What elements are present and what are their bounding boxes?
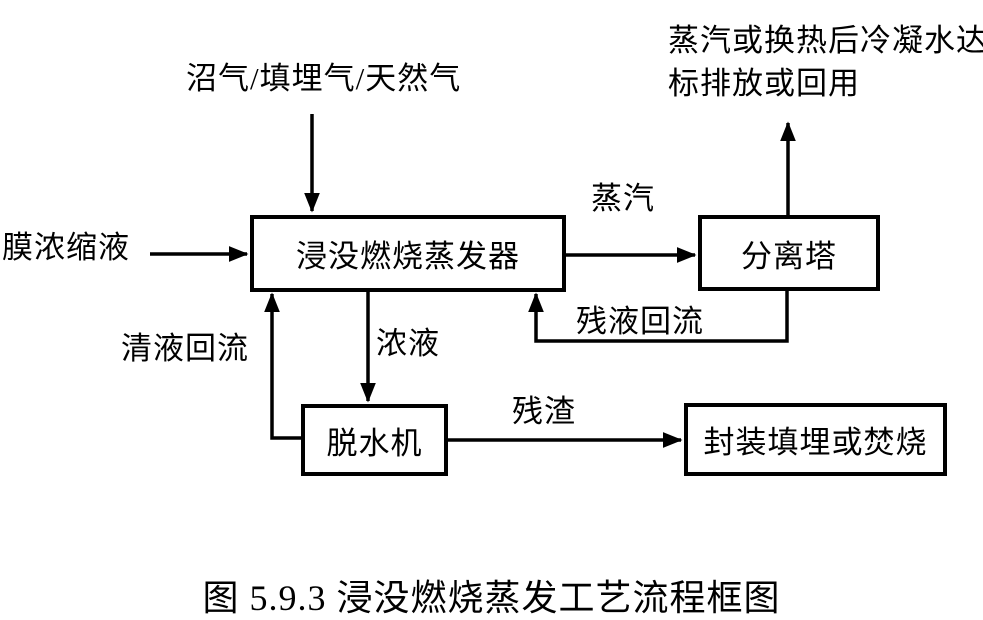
arrow-clear-liquid-reflux-to-evaporator [264, 292, 301, 440]
label-clear-liquid-reflux: 清液回流 [121, 331, 249, 366]
label-residual-liquid-reflux: 残液回流 [576, 304, 704, 339]
label-fuel-input: 沼气/填埋气/天然气 [186, 61, 462, 96]
label-concentrated-liquid: 浓液 [376, 326, 440, 361]
label-residue: 残渣 [512, 394, 576, 429]
node-immersion-combustion-evaporator-label: 浸没燃烧蒸发器 [296, 239, 520, 274]
node-landfill-or-incineration-label: 封装填埋或焚烧 [703, 425, 928, 460]
node-immersion-combustion-evaporator: 浸没燃烧蒸发器 [250, 215, 566, 292]
node-landfill-or-incineration: 封装填埋或焚烧 [684, 403, 947, 476]
figure-caption: 图 5.9.3 浸没燃烧蒸发工艺流程框图 [202, 578, 781, 618]
label-steam: 蒸汽 [591, 181, 655, 216]
node-dewaterer-label: 脱水机 [326, 425, 423, 461]
node-separation-tower-label: 分离塔 [741, 238, 837, 274]
label-discharge-output: 蒸汽或换热后冷凝水达标排放或回用 [668, 23, 983, 101]
label-membrane-concentrate-feed: 膜浓缩液 [2, 230, 130, 265]
node-dewaterer: 脱水机 [301, 404, 448, 476]
node-separation-tower: 分离塔 [698, 215, 880, 291]
